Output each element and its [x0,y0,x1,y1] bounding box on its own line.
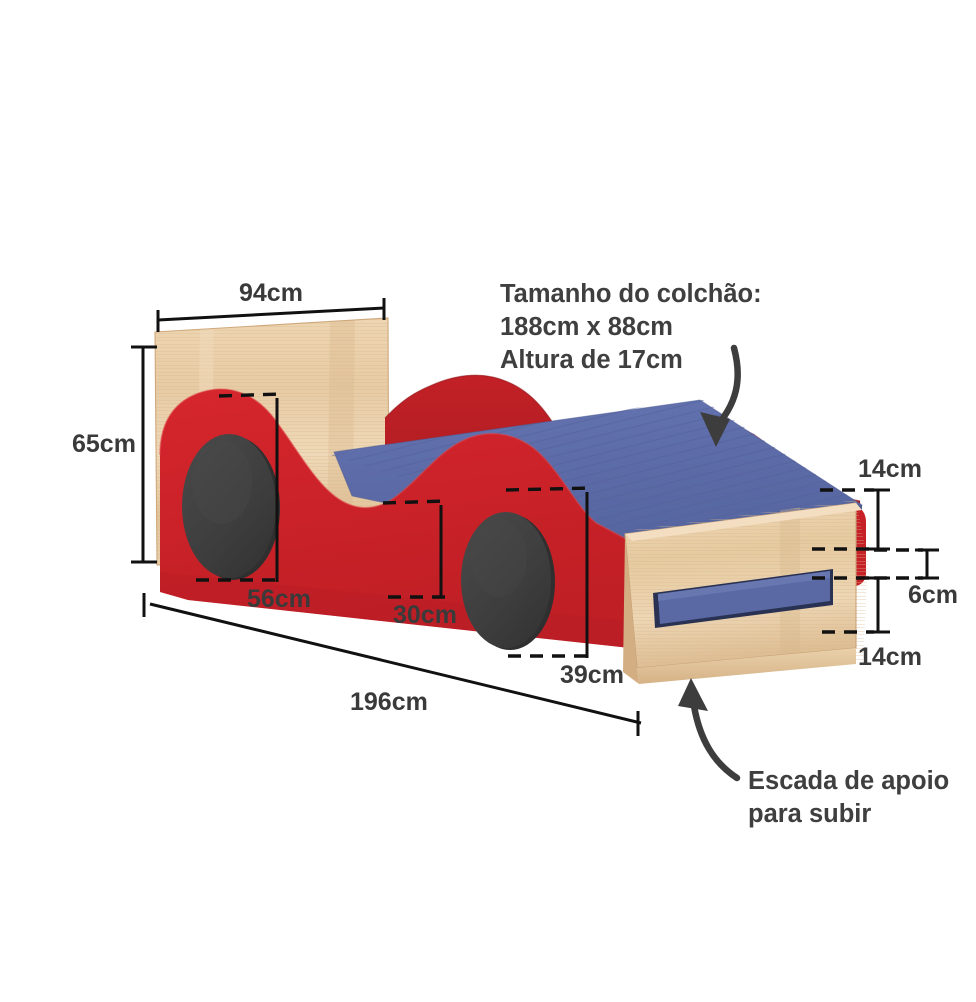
arrow-to-ladder [678,678,741,782]
dimension-label-94cm: 94cm [239,279,303,307]
footboard [623,500,868,684]
extension-lines [196,392,923,658]
dimension-label-39cm: 39cm [560,661,624,689]
mattress-note-line-3: Altura de 17cm [500,346,683,375]
dimension-label-14cm-top: 14cm [858,455,922,483]
dimension-label-30cm: 30cm [393,601,457,629]
wheel-front [182,434,280,580]
dimension-label-196cm: 196cm [350,688,428,716]
ladder-note: Escada de apoio para subir [748,765,949,831]
dimension-label-6cm: 6cm [908,581,959,609]
dimension-label-56cm: 56cm [247,585,311,613]
mattress-note-line-2: 188cm x 88cm [500,313,673,342]
mattress-note-line-1: Tamanho do colchão: [500,280,762,308]
dimension-label-14cm-bottom: 14cm [858,643,922,671]
mattress-note: Tamanho do colchão: 188cm x 88cm Altura … [500,278,762,377]
wheel-rear [461,512,555,650]
ladder-note-line-1: Escada de apoio [748,767,950,795]
arrow-to-mattress [700,344,741,447]
dimension-label-65cm: 65cm [72,430,136,458]
dimension-lines [131,298,939,736]
ladder-note-line-2: para subir [748,800,872,829]
